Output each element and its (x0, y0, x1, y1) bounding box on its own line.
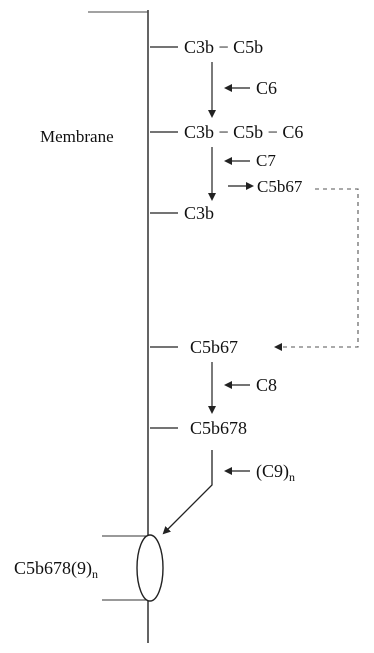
label-c9-main: (C9) (256, 461, 289, 481)
label-mac: C5b678(9)n (14, 559, 98, 580)
dashed-return-path (274, 188, 359, 351)
label-c5b67-released: C5b67 (257, 177, 303, 196)
membrane-pore (136, 534, 164, 602)
label-mac-main: C5b678(9) (14, 558, 92, 578)
membrane-label: Membrane (40, 127, 114, 146)
label-c9n: (C9)n (256, 462, 295, 483)
label-c7: C7 (256, 151, 276, 170)
label-c9-subscript: n (289, 470, 295, 484)
label-c3b-c5b: C3b − C5b (184, 37, 264, 57)
arrow-insertion-path (162, 450, 213, 535)
label-mac-subscript: n (92, 567, 98, 581)
label-c6: C6 (256, 78, 278, 98)
label-c5b67-bound: C5b67 (190, 337, 239, 357)
label-c5b678: C5b678 (190, 418, 248, 438)
label-c3b: C3b (184, 203, 215, 223)
label-c3b-c5b-c6: C3b − C5b − C6 (184, 122, 304, 142)
label-c8: C8 (256, 375, 278, 395)
